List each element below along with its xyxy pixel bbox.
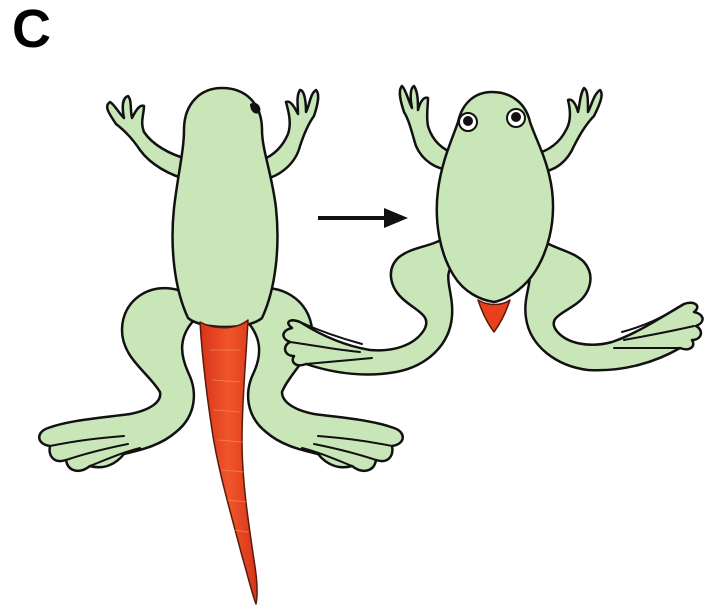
- left-frog-left-arm: [107, 96, 190, 180]
- right-frog-body: [437, 92, 553, 302]
- left-frog-right-arm: [262, 90, 318, 180]
- right-frog-tail-stub: [478, 300, 510, 332]
- right-frog-left-hind-leg: [283, 236, 456, 374]
- right-frog-left-pupil: [463, 116, 473, 126]
- right-frog-right-hind-leg: [524, 236, 703, 370]
- left-frog-tail: [200, 320, 257, 604]
- right-frog-right-pupil: [511, 112, 521, 122]
- arrow-right-icon: [318, 208, 408, 228]
- froglet-without-tail: [283, 86, 702, 374]
- left-frog-body: [173, 88, 278, 327]
